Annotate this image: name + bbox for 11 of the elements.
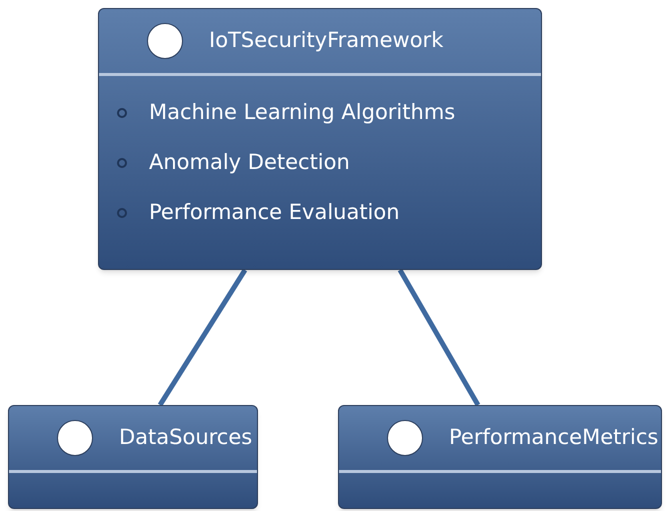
connector-line xyxy=(398,268,480,406)
connector-line xyxy=(158,268,248,406)
class-box xyxy=(98,8,542,270)
member-text: Anomaly Detection xyxy=(149,149,350,176)
class-name: PerformanceMetrics xyxy=(449,424,658,452)
class-box xyxy=(8,405,258,509)
class-name: IoTSecurityFramework xyxy=(209,27,444,54)
member-text: Performance Evaluation xyxy=(149,199,400,226)
member-text: Machine Learning Algorithms xyxy=(149,99,456,126)
class-name: DataSources xyxy=(119,424,252,452)
class-box xyxy=(338,405,662,509)
